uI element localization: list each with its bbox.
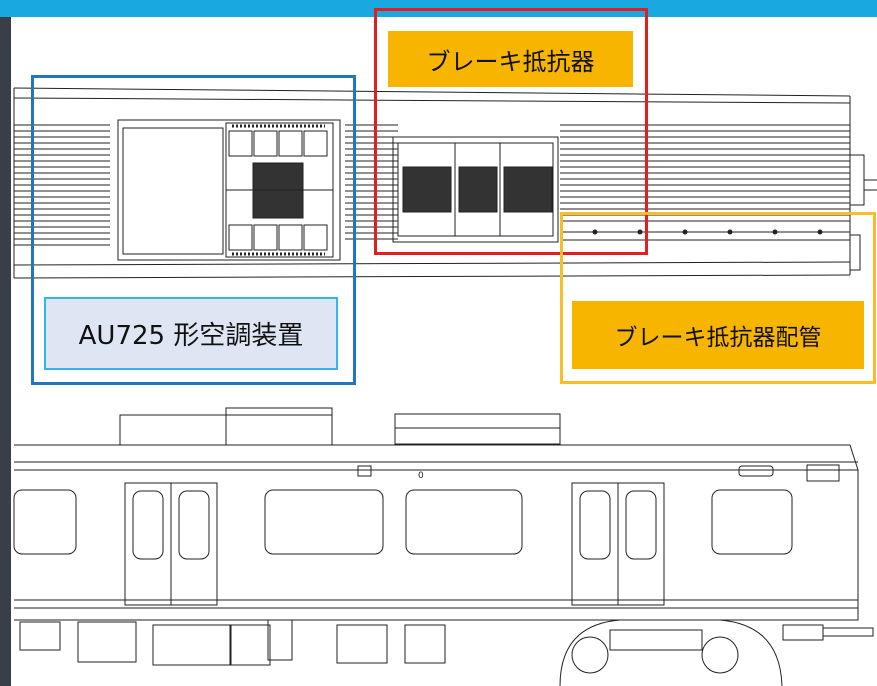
brake-resistor-unit	[392, 136, 559, 243]
roof-ribs	[14, 124, 850, 246]
air-conditioner-frame	[31, 75, 356, 385]
brake-resistor-frame	[374, 8, 648, 255]
brake-piping-label: ブレーキ抵抗器配管	[572, 301, 864, 369]
brake-piping-label-text: ブレーキ抵抗器配管	[614, 325, 822, 351]
brake-resistor-label: ブレーキ抵抗器	[388, 31, 633, 87]
air-conditioner-label: AU725 形空調装置	[44, 297, 338, 370]
bogie	[559, 619, 783, 686]
brake-resistor-label-text: ブレーキ抵抗器	[426, 47, 595, 76]
roof-top-view	[13, 87, 877, 279]
roof-end-coupler	[849, 154, 877, 271]
brake-piping-frame	[560, 212, 876, 384]
air-conditioner-unit	[117, 119, 341, 261]
air-conditioner-label-text: AU725 形空調装置	[78, 321, 304, 351]
side-small-marking: 0	[418, 471, 424, 481]
side-view	[13, 407, 874, 686]
left-edge-strip	[0, 17, 11, 686]
piping-rail	[560, 229, 850, 241]
